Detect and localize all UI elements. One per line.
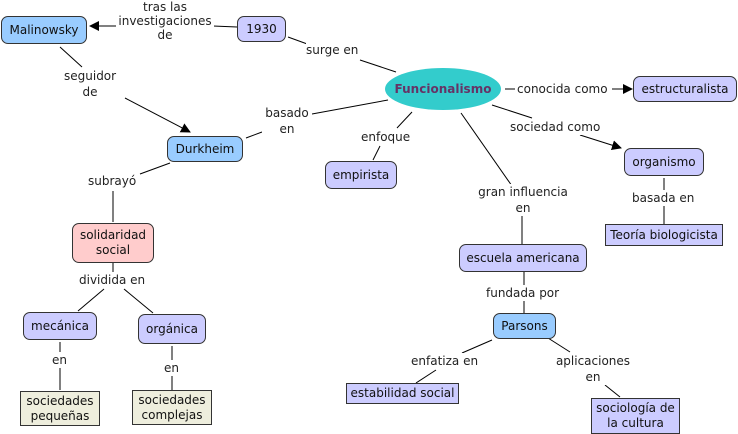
line-parsons-enfatiza	[461, 339, 493, 354]
link-label-en-organica: en	[164, 360, 179, 376]
node-estabilidad-social[interactable]: estabilidad social	[346, 383, 459, 404]
line-func-gran	[460, 112, 513, 187]
node-organica[interactable]: orgánica	[138, 314, 206, 344]
link-label-aplicaciones: aplicaciones en	[554, 353, 632, 385]
node-durkheim[interactable]: Durkheim	[167, 136, 243, 162]
line-surge-func	[359, 59, 397, 73]
link-label-sociedad: sociedad como	[510, 119, 601, 135]
link-label-enfoque: enfoque	[361, 129, 411, 145]
node-escuela-americana[interactable]: escuela americana	[459, 244, 587, 272]
line-dividida-organica	[123, 288, 154, 314]
node-sociologia-cultura[interactable]: sociología de la cultura	[591, 398, 680, 434]
link-label-gran: gran influencia en	[476, 184, 570, 216]
line-durkheim-subrayo	[139, 162, 171, 175]
link-label-enfatiza: enfatiza en	[411, 353, 479, 369]
link-label-fundada: fundada por	[486, 285, 560, 301]
line-aplic-sociologia	[604, 384, 621, 398]
node-teoria-biologicista[interactable]: Teoría biologicista	[605, 224, 723, 246]
node-parsons[interactable]: Parsons	[493, 313, 556, 339]
link-label-dividida: dividida en	[79, 272, 146, 288]
line-malinowsky-seguidor	[59, 46, 83, 68]
line-func-sociedad	[491, 104, 533, 119]
link-label-en-mecanica: en	[52, 352, 67, 368]
node-mecanica[interactable]: mecánica	[23, 312, 97, 340]
node-empirista[interactable]: empirista	[325, 161, 397, 189]
line-enfoque-empirista	[372, 145, 381, 161]
node-sociedades-pequenas[interactable]: sociedades pequeñas	[20, 391, 100, 426]
line-sociedad-organismo	[579, 134, 622, 151]
link-label-conocida: conocida como	[517, 81, 608, 97]
link-label-basada: basada en	[632, 190, 695, 206]
node-funcionalismo[interactable]: Funcionalismo	[385, 68, 501, 110]
node-sociedades-complejas[interactable]: sociedades complejas	[132, 390, 212, 425]
node-estructuralista[interactable]: estructuralista	[633, 76, 737, 102]
line-parsons-aplic	[547, 337, 571, 353]
link-label-surge: surge en	[306, 42, 359, 58]
line-func-basado	[311, 99, 389, 115]
link-label-subrayo: subrayó	[88, 173, 137, 189]
link-label-seguidor: seguidor de	[64, 68, 117, 100]
node-solidaridad-social[interactable]: solidaridad social	[72, 223, 154, 263]
node-malinowsky[interactable]: Malinowsky	[1, 16, 87, 44]
line-basado-durkheim	[245, 131, 263, 139]
line-enfatiza-estabilidad	[415, 369, 437, 384]
node-organismo[interactable]: organismo	[624, 148, 704, 176]
line-func-enfoque	[396, 111, 413, 129]
link-label-tras: tras las investigaciones de	[116, 0, 214, 42]
link-label-basado: basado en	[262, 105, 312, 137]
line-dividida-mecanica	[77, 288, 105, 312]
line-1930-tras	[212, 25, 238, 28]
node-1930[interactable]: 1930	[237, 16, 286, 42]
line-seguidor-durkheim	[124, 97, 191, 133]
